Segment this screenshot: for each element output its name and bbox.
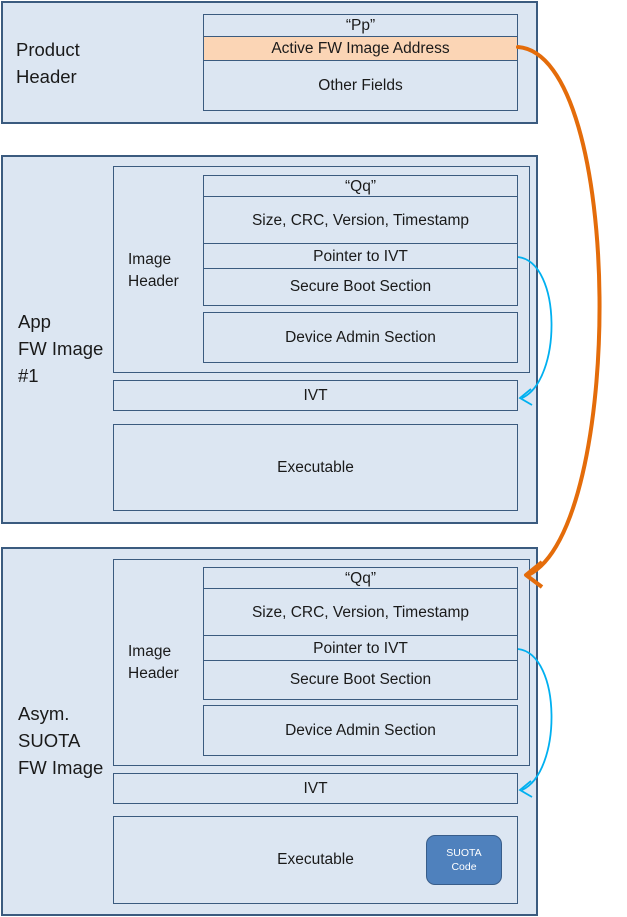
app-image-header-label: Image Header	[128, 249, 179, 293]
app-fw-image-label-line3: #1	[18, 365, 39, 386]
app-ivt-field: IVT	[113, 380, 518, 411]
suota-device-admin-field: Device Admin Section	[203, 705, 518, 756]
suota-fw-image-label-line3: FW Image	[18, 757, 104, 778]
product-header-label-line1: Product	[16, 39, 80, 60]
product-header-label: Product Header	[16, 36, 80, 90]
active-fw-image-address-field: Active FW Image Address	[203, 36, 518, 62]
app-image-header-label-line1: Image	[128, 251, 172, 268]
suota-secure-boot-field: Secure Boot Section	[203, 660, 518, 700]
app-qq-field: “Qq”	[203, 175, 518, 198]
app-size-crc-field: Size, CRC, Version, Timestamp	[203, 196, 518, 245]
suota-code-line1: SUOTA	[446, 847, 482, 859]
app-secure-boot-field: Secure Boot Section	[203, 268, 518, 306]
suota-fw-image-label: Asym. SUOTA FW Image	[18, 700, 103, 781]
product-header-label-line2: Header	[16, 66, 77, 87]
app-fw-image-label-line1: App	[18, 311, 51, 332]
app-fw-image-label-line2: FW Image	[18, 338, 104, 359]
suota-ivt-field: IVT	[113, 773, 518, 804]
suota-image-header-label: Image Header	[128, 641, 179, 685]
app-pointer-to-ivt-field: Pointer to IVT	[203, 243, 518, 270]
suota-code-line2: Code	[451, 861, 477, 873]
other-fields-field: Other Fields	[203, 60, 518, 111]
suota-fw-image-label-line2: SUOTA	[18, 730, 81, 751]
app-executable-field: Executable	[113, 424, 518, 511]
suota-executable-label: Executable	[277, 851, 354, 868]
suota-pointer-to-ivt-field: Pointer to IVT	[203, 635, 518, 662]
suota-image-header-label-line1: Image	[128, 643, 172, 660]
app-image-header-label-line2: Header	[128, 273, 179, 290]
app-device-admin-field: Device Admin Section	[203, 312, 518, 363]
suota-qq-field: “Qq”	[203, 567, 518, 590]
suota-code-block: SUOTA Code	[426, 835, 502, 885]
pp-field: “Pp”	[203, 14, 518, 38]
app-fw-image-label: App FW Image #1	[18, 308, 103, 389]
suota-fw-image-label-line1: Asym.	[18, 703, 70, 724]
suota-image-header-label-line2: Header	[128, 665, 179, 682]
suota-size-crc-field: Size, CRC, Version, Timestamp	[203, 588, 518, 637]
